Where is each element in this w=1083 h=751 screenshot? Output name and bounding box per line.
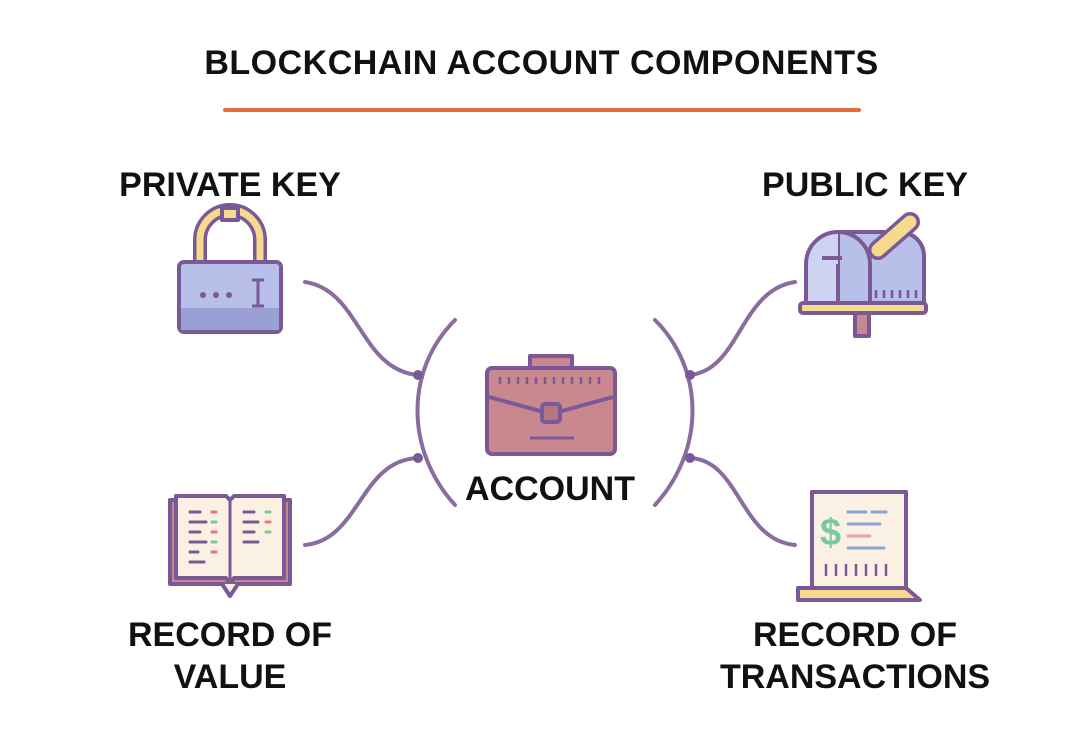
record-of-value-line1: RECORD OF (128, 616, 332, 654)
svg-text:$: $ (820, 512, 841, 554)
ledger-book-icon (168, 494, 292, 598)
record-of-value-line2: VALUE (173, 658, 287, 696)
record-of-transactions-label: RECORD OF TRANSACTIONS (700, 614, 1010, 698)
connector-record-of-value (303, 456, 420, 547)
connector-left-arc (415, 318, 457, 507)
connector-right-arc (653, 318, 695, 507)
record-of-value-label: RECORD OF VALUE (95, 614, 365, 698)
connector-nodes (413, 370, 695, 463)
connector-public-key (688, 280, 797, 377)
title-underline (223, 108, 861, 112)
node-left-top (413, 370, 423, 380)
briefcase-icon (485, 354, 617, 456)
node-right-top (685, 370, 695, 380)
public-key-label: PUBLIC KEY (762, 166, 968, 204)
record-of-transactions-line1: RECORD OF (753, 616, 957, 654)
node-right-bottom (685, 453, 695, 463)
receipt-icon: $ (796, 490, 922, 602)
mailbox-icon (798, 212, 928, 338)
node-left-bottom (413, 453, 423, 463)
connector-private-key (303, 280, 420, 377)
padlock-icon (177, 203, 283, 334)
record-of-transactions-line2: TRANSACTIONS (719, 658, 991, 696)
private-key-label: PRIVATE KEY (119, 166, 341, 204)
account-label: ACCOUNT (465, 470, 635, 508)
connector-record-of-transactions (688, 456, 797, 547)
connectors (303, 280, 797, 547)
page-title: BLOCKCHAIN ACCOUNT COMPONENTS (204, 44, 879, 82)
